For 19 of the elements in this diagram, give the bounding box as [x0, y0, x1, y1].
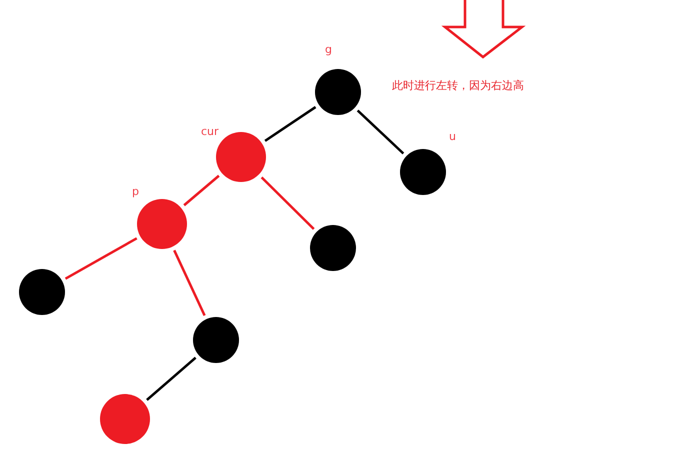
- tree-node: [19, 269, 65, 315]
- tree-node: [310, 225, 356, 271]
- tree-edge: [183, 174, 220, 206]
- tree-node: [315, 69, 361, 115]
- tree-edge: [173, 250, 206, 316]
- tree-node: [100, 394, 150, 444]
- node-label: u: [449, 131, 456, 142]
- note-text: 此时进行左转，因为右边高: [392, 78, 524, 93]
- tree-node: [400, 149, 446, 195]
- tree-node: [193, 317, 239, 363]
- node-label: p: [132, 186, 139, 197]
- tree-edge: [260, 176, 315, 230]
- tree-edge: [356, 110, 404, 154]
- node-label: cur: [201, 126, 219, 137]
- tree-edge: [264, 106, 316, 142]
- tree-node: [137, 199, 187, 249]
- tree-edge: [146, 356, 196, 401]
- tree-edge: [64, 237, 138, 280]
- node-label: g: [325, 44, 332, 55]
